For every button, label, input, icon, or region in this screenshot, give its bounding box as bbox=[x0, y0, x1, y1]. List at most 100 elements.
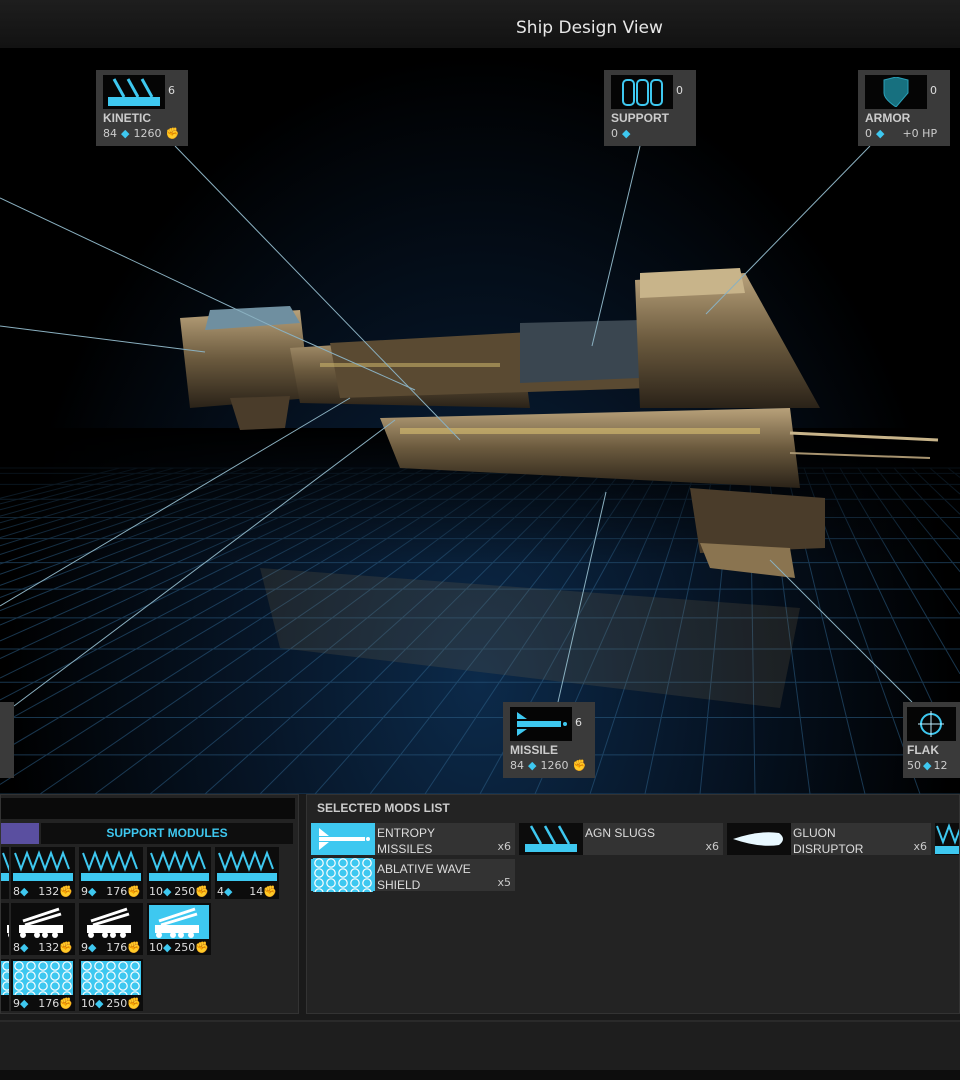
shield-module-icon bbox=[13, 961, 73, 995]
module-tile-partial[interactable] bbox=[1, 959, 9, 1011]
module-tile[interactable]: 9◆176✊ bbox=[11, 959, 75, 1011]
module-browser-header bbox=[1, 798, 295, 819]
callout-leader-lines bbox=[0, 145, 913, 707]
selected-mod-item-partial[interactable] bbox=[935, 823, 959, 855]
module-browser: SUPPORT MODULES 8◆132✊9◆176✊10◆250✊4◆14✊… bbox=[0, 794, 299, 1014]
truck-module-icon bbox=[81, 905, 141, 939]
callout-stat: 84 bbox=[103, 127, 117, 140]
selected-mod-item[interactable]: GLUON DISRUPTOR x6 bbox=[727, 823, 931, 856]
crystal-icon: ◆ bbox=[528, 759, 537, 772]
beam-icon bbox=[727, 823, 791, 855]
fist-icon: ✊ bbox=[195, 941, 209, 954]
callout-stat: +0 HP bbox=[902, 127, 938, 140]
crystal-icon: ◆ bbox=[20, 885, 29, 898]
module-tile-partial[interactable] bbox=[1, 847, 9, 899]
footer-strip bbox=[0, 1070, 960, 1080]
callout-stat: 1260 bbox=[540, 759, 569, 772]
fist-icon: ✊ bbox=[195, 885, 209, 898]
callout-stat: 84 bbox=[510, 759, 524, 772]
tab-weapon-modules[interactable] bbox=[1, 823, 39, 844]
ship-reflection bbox=[260, 568, 800, 708]
crystal-icon: ◆ bbox=[163, 941, 172, 954]
module-cost: 10 bbox=[149, 941, 163, 954]
fist-icon: ✊ bbox=[59, 997, 73, 1010]
callout-stat: 0 bbox=[611, 127, 618, 140]
module-value: 132 bbox=[38, 885, 60, 898]
callout-count: 0 bbox=[930, 84, 937, 97]
tab-support-modules[interactable]: SUPPORT MODULES bbox=[41, 823, 293, 844]
module-tile[interactable]: 10◆250✊ bbox=[79, 959, 143, 1011]
shield-icon bbox=[311, 858, 375, 892]
crystal-icon: ◆ bbox=[876, 127, 885, 140]
crystal-icon: ◆ bbox=[20, 997, 29, 1010]
callout-stat: 1260 bbox=[133, 127, 162, 140]
mod-quantity: x6 bbox=[705, 840, 719, 853]
mod-name: GLUON DISRUPTOR bbox=[793, 826, 864, 856]
selected-mod-item[interactable]: AGN SLUGS x6 bbox=[519, 823, 723, 855]
module-value: 250 bbox=[106, 997, 128, 1010]
callout-label: KINETIC bbox=[103, 111, 151, 125]
wave-module-icon bbox=[81, 849, 141, 883]
crystal-icon: ◆ bbox=[95, 997, 104, 1010]
fist-icon: ✊ bbox=[263, 885, 277, 898]
callout-stat: 50 bbox=[907, 759, 921, 772]
support-icon bbox=[611, 75, 673, 109]
kinetic-icon bbox=[103, 75, 165, 109]
crystal-icon: ◆ bbox=[88, 941, 97, 954]
armor-icon bbox=[865, 75, 927, 109]
bottom-panel: SUPPORT MODULES 8◆132✊9◆176✊10◆250✊4◆14✊… bbox=[0, 794, 960, 1020]
module-value: 176 bbox=[106, 885, 128, 898]
callout-label: FLAK bbox=[907, 743, 939, 757]
mod-name: AGN SLUGS bbox=[585, 826, 656, 840]
truck-module-icon bbox=[149, 905, 209, 939]
shield-module-icon bbox=[1, 961, 9, 995]
module-tile[interactable]: 10◆250✊ bbox=[147, 903, 211, 955]
truck-module-icon bbox=[13, 905, 73, 939]
crystal-icon: ◆ bbox=[121, 127, 130, 140]
mod-name: ABLATIVE WAVE SHIELD bbox=[377, 862, 471, 892]
module-cost: 10 bbox=[81, 997, 95, 1010]
selected-mods-title: SELECTED MODS LIST bbox=[317, 801, 450, 815]
module-tile[interactable]: 10◆250✊ bbox=[147, 847, 211, 899]
wave-module-icon bbox=[13, 849, 73, 883]
crystal-icon: ◆ bbox=[163, 885, 172, 898]
module-tile[interactable]: 9◆176✊ bbox=[79, 847, 143, 899]
crystal-icon: ◆ bbox=[923, 759, 932, 772]
mod-quantity: x6 bbox=[913, 840, 927, 853]
module-cost: 9 bbox=[81, 941, 88, 954]
callout-missile[interactable]: 6 MISSILE 84◆1260✊ bbox=[503, 702, 595, 778]
selected-mod-item[interactable]: ABLATIVE WAVE SHIELD x5 bbox=[311, 858, 515, 892]
callout-stat: 0 bbox=[865, 127, 872, 140]
fist-icon: ✊ bbox=[59, 885, 73, 898]
callout-kinetic[interactable]: 6 KINETIC 84◆1260✊ bbox=[96, 70, 188, 146]
module-tile-partial[interactable] bbox=[1, 903, 9, 955]
callout-offscreen-left[interactable] bbox=[0, 702, 14, 778]
module-value: 176 bbox=[38, 997, 60, 1010]
module-tile[interactable]: 8◆132✊ bbox=[11, 847, 75, 899]
module-tile[interactable]: 4◆14✊ bbox=[215, 847, 279, 899]
missile-icon bbox=[311, 823, 375, 855]
missile-icon bbox=[510, 707, 572, 741]
module-cost: 8 bbox=[13, 941, 20, 954]
callout-support[interactable]: 0 SUPPORT 0◆ bbox=[604, 70, 696, 146]
callout-count: 6 bbox=[575, 716, 582, 729]
fist-icon: ✊ bbox=[572, 759, 587, 772]
callout-flak[interactable]: FLAK 50◆12 bbox=[903, 702, 960, 778]
crystal-icon: ◆ bbox=[224, 885, 233, 898]
module-tile[interactable]: 9◆176✊ bbox=[79, 903, 143, 955]
truck-module-icon bbox=[1, 905, 9, 939]
mod-quantity: x5 bbox=[497, 876, 511, 889]
wave-icon bbox=[935, 823, 959, 855]
kinetic-icon bbox=[519, 823, 583, 855]
module-cost: 10 bbox=[149, 885, 163, 898]
module-value: 250 bbox=[174, 885, 196, 898]
wave-module-icon bbox=[217, 849, 277, 883]
ship-3d-viewport[interactable]: 6 KINETIC 84◆1260✊ 0 SUPPORT 0◆ 0 ARMOR … bbox=[0, 48, 960, 794]
module-tile[interactable]: 8◆132✊ bbox=[11, 903, 75, 955]
crystal-icon: ◆ bbox=[88, 885, 97, 898]
callout-armor[interactable]: 0 ARMOR 0◆+0 HP bbox=[858, 70, 950, 146]
wave-module-icon bbox=[149, 849, 209, 883]
callout-count: 0 bbox=[676, 84, 683, 97]
